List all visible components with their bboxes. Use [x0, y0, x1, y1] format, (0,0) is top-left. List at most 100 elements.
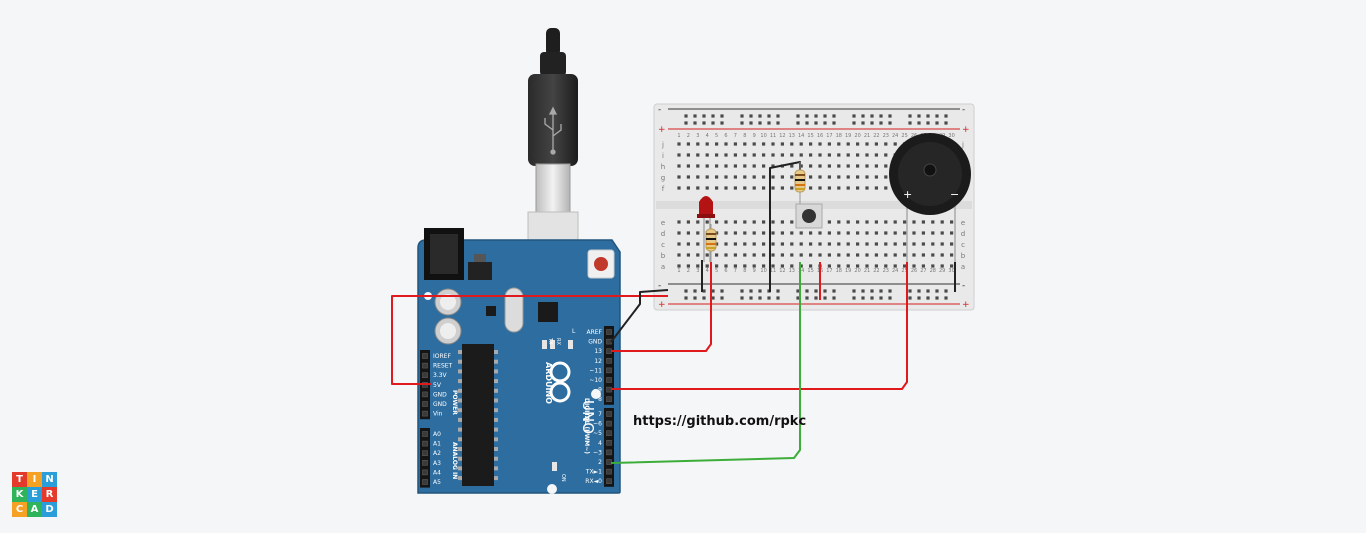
rail-hole[interactable]: [767, 296, 771, 300]
breadboard-hole[interactable]: [724, 231, 728, 235]
rail-hole[interactable]: [917, 114, 921, 118]
rail-hole[interactable]: [832, 296, 836, 300]
header-pin[interactable]: [422, 479, 428, 485]
breadboard-hole[interactable]: [893, 264, 897, 268]
rail-hole[interactable]: [908, 114, 912, 118]
breadboard-hole[interactable]: [846, 175, 850, 179]
breadboard-hole[interactable]: [884, 253, 888, 257]
breadboard-hole[interactable]: [724, 253, 728, 257]
rail-hole[interactable]: [814, 114, 818, 118]
rail-hole[interactable]: [693, 121, 697, 125]
breadboard-hole[interactable]: [912, 231, 916, 235]
rail-hole[interactable]: [740, 121, 744, 125]
breadboard-hole[interactable]: [837, 264, 841, 268]
breadboard-hole[interactable]: [752, 220, 756, 224]
breadboard-hole[interactable]: [686, 242, 690, 246]
header-pin[interactable]: [606, 459, 612, 465]
breadboard-hole[interactable]: [715, 153, 719, 157]
breadboard-hole[interactable]: [677, 242, 681, 246]
rail-hole[interactable]: [720, 289, 724, 293]
breadboard-hole[interactable]: [790, 242, 794, 246]
breadboard-hole[interactable]: [950, 242, 954, 246]
breadboard-hole[interactable]: [752, 231, 756, 235]
breadboard-hole[interactable]: [724, 175, 728, 179]
usb-cable[interactable]: [527, 28, 579, 277]
breadboard-hole[interactable]: [686, 264, 690, 268]
breadboard-hole[interactable]: [846, 153, 850, 157]
breadboard-hole[interactable]: [827, 231, 831, 235]
rail-hole[interactable]: [702, 114, 706, 118]
button-resistor[interactable]: [794, 162, 806, 204]
breadboard-hole[interactable]: [743, 231, 747, 235]
rail-hole[interactable]: [944, 114, 948, 118]
breadboard-hole[interactable]: [780, 242, 784, 246]
breadboard-hole[interactable]: [696, 153, 700, 157]
breadboard-hole[interactable]: [809, 164, 813, 168]
rail-hole[interactable]: [888, 289, 892, 293]
breadboard-hole[interactable]: [762, 164, 766, 168]
breadboard-hole[interactable]: [743, 186, 747, 190]
breadboard-hole[interactable]: [827, 186, 831, 190]
breadboard-hole[interactable]: [715, 142, 719, 146]
breadboard-hole[interactable]: [733, 220, 737, 224]
breadboard-hole[interactable]: [827, 175, 831, 179]
breadboard-hole[interactable]: [696, 175, 700, 179]
breadboard-hole[interactable]: [686, 164, 690, 168]
breadboard-hole[interactable]: [846, 264, 850, 268]
breadboard-hole[interactable]: [818, 164, 822, 168]
breadboard-hole[interactable]: [705, 142, 709, 146]
breadboard-hole[interactable]: [677, 142, 681, 146]
breadboard-hole[interactable]: [865, 253, 869, 257]
breadboard-hole[interactable]: [743, 242, 747, 246]
breadboard-hole[interactable]: [696, 253, 700, 257]
breadboard-hole[interactable]: [827, 142, 831, 146]
breadboard-hole[interactable]: [940, 231, 944, 235]
rail-hole[interactable]: [711, 114, 715, 118]
breadboard-hole[interactable]: [912, 220, 916, 224]
rail-hole[interactable]: [720, 121, 724, 125]
breadboard-hole[interactable]: [931, 242, 935, 246]
breadboard-hole[interactable]: [837, 186, 841, 190]
breadboard-hole[interactable]: [865, 142, 869, 146]
breadboard-hole[interactable]: [827, 264, 831, 268]
header-pin[interactable]: [606, 367, 612, 374]
rail-hole[interactable]: [852, 296, 856, 300]
rail-hole[interactable]: [870, 114, 874, 118]
header-pin[interactable]: [422, 410, 428, 417]
breadboard-hole[interactable]: [837, 231, 841, 235]
breadboard-hole[interactable]: [705, 253, 709, 257]
breadboard-hole[interactable]: [884, 164, 888, 168]
breadboard-hole[interactable]: [827, 164, 831, 168]
rail-hole[interactable]: [796, 121, 800, 125]
breadboard-hole[interactable]: [846, 242, 850, 246]
breadboard-hole[interactable]: [724, 142, 728, 146]
breadboard-hole[interactable]: [865, 264, 869, 268]
rail-hole[interactable]: [711, 289, 715, 293]
rail-hole[interactable]: [861, 114, 865, 118]
rail-hole[interactable]: [879, 114, 883, 118]
breadboard-hole[interactable]: [790, 186, 794, 190]
breadboard-hole[interactable]: [686, 186, 690, 190]
breadboard-hole[interactable]: [818, 175, 822, 179]
rail-hole[interactable]: [805, 114, 809, 118]
header-pin[interactable]: [422, 353, 428, 359]
breadboard-hole[interactable]: [809, 264, 813, 268]
breadboard-hole[interactable]: [733, 231, 737, 235]
arduino-uno-board[interactable]: TX RX L ON ARDUINO UNO POWER ANALOG IN D…: [417, 228, 621, 494]
header-pin[interactable]: [422, 450, 428, 456]
breadboard-hole[interactable]: [846, 142, 850, 146]
breadboard-hole[interactable]: [940, 264, 944, 268]
breadboard-hole[interactable]: [686, 220, 690, 224]
breadboard-hole[interactable]: [874, 253, 878, 257]
rail-hole[interactable]: [776, 296, 780, 300]
rail-hole[interactable]: [720, 296, 724, 300]
breadboard-hole[interactable]: [837, 153, 841, 157]
rail-hole[interactable]: [908, 121, 912, 125]
breadboard-hole[interactable]: [874, 242, 878, 246]
breadboard-hole[interactable]: [846, 186, 850, 190]
rail-hole[interactable]: [926, 114, 930, 118]
breadboard-hole[interactable]: [950, 253, 954, 257]
breadboard-hole[interactable]: [874, 142, 878, 146]
breadboard-hole[interactable]: [762, 142, 766, 146]
